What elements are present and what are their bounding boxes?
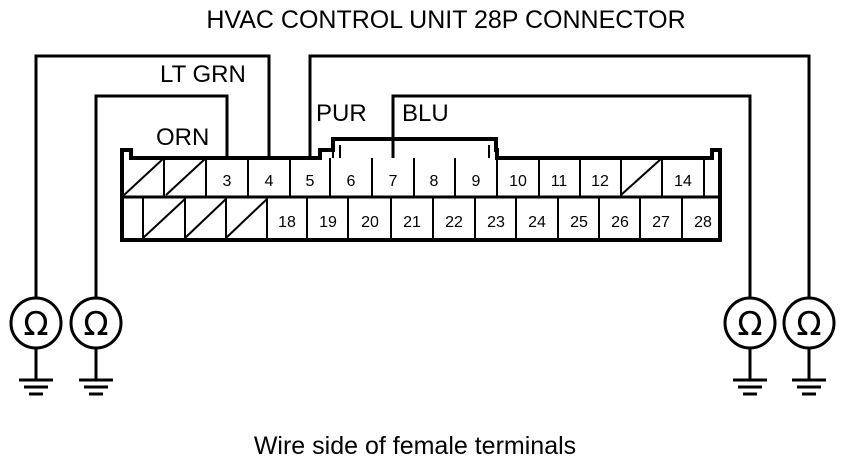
pin-4: 4 [265, 173, 274, 190]
label-lt-grn: LT GRN [160, 61, 246, 88]
ground-icon [733, 348, 767, 396]
pin-21: 21 [403, 214, 421, 231]
pin-25: 25 [570, 214, 588, 231]
wire-pur [308, 54, 811, 298]
diagram-caption: Wire side of female terminals [254, 432, 576, 460]
pin-24: 24 [528, 214, 546, 231]
ohmmeter-4: Ω [782, 296, 836, 396]
label-pur: PUR [316, 100, 367, 127]
pin-14: 14 [674, 173, 692, 190]
test-wires [34, 54, 811, 298]
ohmmeter-1: Ω [9, 296, 63, 396]
ohmmeter-2: Ω [69, 296, 123, 396]
pin-12: 12 [591, 173, 609, 190]
pin-22: 22 [445, 214, 463, 231]
pin-8: 8 [430, 173, 439, 190]
ohm-icon: Ω [737, 304, 762, 343]
pin-10: 10 [509, 173, 527, 190]
pin-26: 26 [611, 214, 629, 231]
connector-body [120, 137, 722, 242]
pin-18: 18 [278, 214, 296, 231]
top-row-pins: 3 4 5 6 7 8 9 10 11 12 14 [223, 173, 692, 190]
ohmmeter-3: Ω [723, 296, 777, 396]
bottom-row-dividers [142, 197, 683, 240]
pin-6: 6 [347, 173, 356, 190]
ohm-icon: Ω [796, 304, 821, 343]
pin-3: 3 [223, 173, 232, 190]
bottom-row-pins: 18 19 20 21 22 23 24 25 26 27 28 [278, 214, 712, 231]
wire-lt-grn [34, 54, 271, 298]
wire-blu [391, 94, 752, 298]
label-blu: BLU [402, 100, 449, 127]
diagram-title: HVAC CONTROL UNIT 28P CONNECTOR [206, 6, 685, 34]
pin-28: 28 [694, 214, 712, 231]
pin-9: 9 [472, 173, 481, 190]
ground-icon [792, 348, 826, 396]
ground-icon [19, 348, 53, 396]
pin-23: 23 [487, 214, 505, 231]
pin-11: 11 [551, 173, 568, 190]
pin-5: 5 [306, 173, 315, 190]
pin-20: 20 [361, 214, 379, 231]
unused-cavity-marks [123, 157, 663, 239]
pin-19: 19 [319, 214, 337, 231]
ohm-icon: Ω [23, 304, 48, 343]
pin-27: 27 [652, 214, 670, 231]
pin-7: 7 [389, 173, 398, 190]
label-orn: ORN [156, 124, 209, 151]
wire-orn [94, 94, 229, 298]
top-row-dividers [163, 158, 705, 197]
ground-icon [79, 348, 113, 396]
ohm-icon: Ω [83, 304, 108, 343]
